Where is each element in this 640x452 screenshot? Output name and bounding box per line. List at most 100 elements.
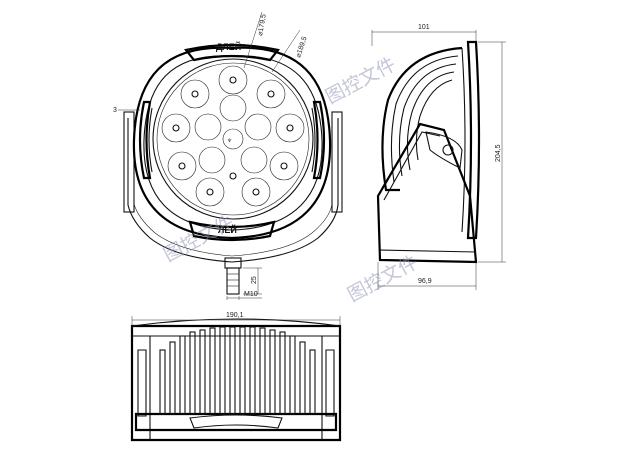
top-front-bezel xyxy=(134,412,338,432)
fin xyxy=(229,326,236,415)
top-right-flap xyxy=(325,349,335,417)
pivot-bolt xyxy=(442,144,454,156)
dim-depth-base: 96,9 xyxy=(418,278,432,285)
left-flap-detail xyxy=(148,107,153,173)
side-dimensions: 101 204,5 96,9 xyxy=(371,24,506,290)
reflector xyxy=(256,79,286,109)
reflector xyxy=(240,146,268,174)
reflector xyxy=(269,151,299,181)
side-bezel-inner xyxy=(461,47,466,233)
fin xyxy=(299,341,306,415)
logo-bottom: ЛЕЙ xyxy=(218,224,237,235)
reflector xyxy=(244,113,272,141)
led-dot xyxy=(229,76,237,84)
side-housing xyxy=(381,46,463,192)
led-dot xyxy=(267,90,275,98)
top-dimensions: 190,1 xyxy=(131,312,341,328)
reflector xyxy=(275,113,305,143)
reflector xyxy=(241,177,271,207)
watermark: 图控文件 图控文件 图控文件 xyxy=(160,53,421,306)
reflector xyxy=(198,146,226,174)
left-flap xyxy=(138,100,152,180)
fin xyxy=(398,63,457,177)
top-back-curve xyxy=(131,318,341,327)
bracket-slot xyxy=(425,131,463,169)
fin xyxy=(279,331,286,415)
side-bezel xyxy=(466,40,481,240)
right-flap-detail xyxy=(311,107,316,173)
dim-lens-diameter-2: ⌀189,5 xyxy=(295,36,308,59)
dim-lens-diameter-1: ⌀179,5 xyxy=(257,14,268,37)
reflector xyxy=(219,94,247,122)
led-dot xyxy=(206,188,214,196)
top-left-flap xyxy=(137,349,147,417)
leader-line xyxy=(271,29,301,73)
top-view xyxy=(130,318,342,442)
top-trim xyxy=(184,43,280,62)
fin xyxy=(289,335,296,415)
led-dot xyxy=(191,90,199,98)
front-housing-inner xyxy=(143,55,323,231)
fin xyxy=(390,55,459,183)
top-housing xyxy=(130,324,342,442)
led-dot xyxy=(178,162,186,170)
led-dots xyxy=(172,76,294,196)
led-reflectors xyxy=(161,65,305,207)
dim-side-offset: 3 xyxy=(113,107,117,114)
dim-stud-thread: M10 xyxy=(244,291,258,298)
right-flap xyxy=(312,100,326,180)
bracket-right-arm xyxy=(331,111,343,213)
fin xyxy=(199,329,206,415)
bracket-left-arm xyxy=(123,111,135,213)
fin xyxy=(159,349,166,415)
bracket-inner-line xyxy=(133,120,333,257)
lens-outer xyxy=(152,58,314,220)
reflector xyxy=(195,177,225,207)
reflector xyxy=(180,79,210,109)
led-dot xyxy=(229,172,237,180)
stud-thread xyxy=(226,267,240,295)
reflector xyxy=(167,151,197,181)
bracket-edge xyxy=(383,131,441,201)
dim-depth-overall: 101 xyxy=(418,24,430,31)
reflector-center xyxy=(222,128,244,150)
bottom-trim xyxy=(188,220,276,242)
dim-stud-length: 25 xyxy=(251,276,258,284)
front-bracket xyxy=(127,118,339,263)
front-housing xyxy=(132,46,332,240)
fin xyxy=(249,326,256,415)
logo-top: ДЛЕЙ xyxy=(216,41,241,52)
stud-nut xyxy=(224,257,242,269)
side-view xyxy=(376,40,481,264)
led-dot xyxy=(252,188,260,196)
led-dot xyxy=(172,124,180,132)
reflector xyxy=(161,113,191,143)
front-view: ДЛЕЙ ЛЕЙ xyxy=(123,41,343,295)
fin xyxy=(309,349,316,415)
leader-line xyxy=(243,11,263,69)
bracket-bottom-edge xyxy=(379,249,477,253)
fin xyxy=(169,341,176,415)
lens-inner xyxy=(156,62,310,216)
fin xyxy=(239,326,246,415)
fin xyxy=(189,331,196,415)
fin xyxy=(179,335,186,415)
fin xyxy=(209,327,216,415)
led-dot xyxy=(286,124,294,132)
fin xyxy=(219,326,226,415)
fin xyxy=(259,327,266,415)
front-dimensions: ⌀179,5 ⌀189,5 3 25 M10 xyxy=(113,11,309,300)
fin xyxy=(269,329,276,415)
center-emblem-icon: ♆ xyxy=(226,135,233,145)
top-front-trim xyxy=(189,414,283,429)
dim-width-overall: 190,1 xyxy=(226,312,244,319)
reflector xyxy=(194,113,222,141)
led-dot xyxy=(280,162,288,170)
fin xyxy=(415,79,453,161)
reflector xyxy=(218,65,248,95)
fin xyxy=(406,71,455,171)
side-bracket xyxy=(376,122,478,264)
dim-height-overall: 204,5 xyxy=(495,144,502,162)
heat-sink-fins xyxy=(159,326,316,415)
